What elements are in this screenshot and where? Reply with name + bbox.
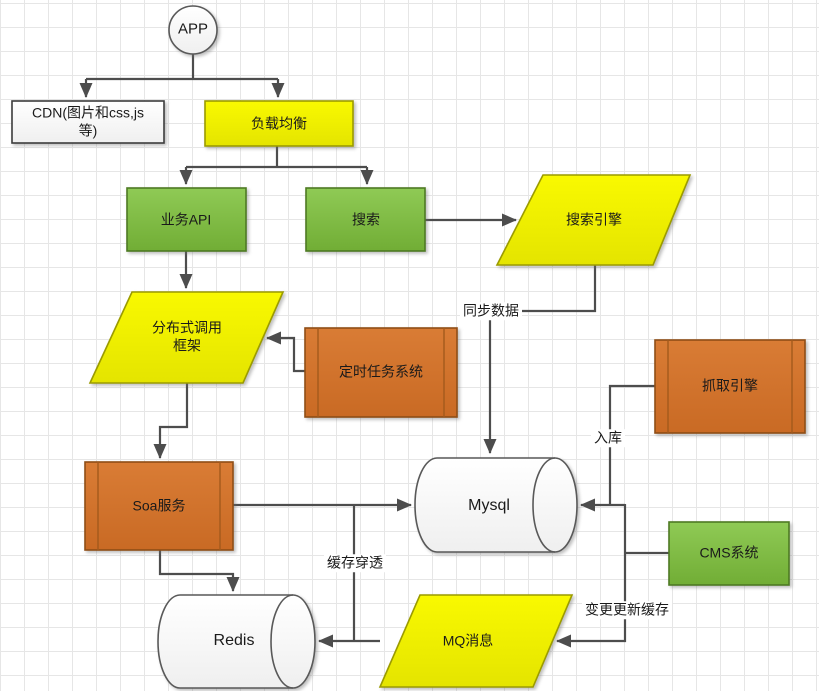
cms-system-label: CMS系统 — [699, 544, 759, 561]
mq-message-label: MQ消息 — [442, 632, 494, 649]
business-api-label: 业务API — [160, 211, 212, 228]
mq-message-node[interactable] — [378, 594, 574, 688]
search-engine-label: 搜索引擎 — [566, 211, 622, 228]
sync-data-edge-label: 同步数据 — [460, 302, 522, 320]
connector-layer — [79, 54, 669, 648]
crawl-engine-node[interactable] — [654, 339, 806, 434]
distributed-framework-node[interactable] — [88, 291, 285, 384]
search-engine-node[interactable] — [495, 174, 692, 266]
edge-timer-to-framework[interactable] — [266, 331, 305, 373]
into-db-edge-label: 入库 — [591, 429, 625, 447]
scheduled-task-system-node[interactable] — [304, 327, 458, 418]
distributed-framework-label-line2: 框架 — [173, 337, 201, 353]
cache-penetration-edge-label: 缓存穿透 — [324, 554, 386, 572]
change-update-cache-edge-label: 变更更新缓存 — [582, 601, 672, 619]
search-label: 搜索 — [352, 211, 380, 228]
distributed-framework-label: 分布式调用 框架 — [117, 320, 257, 355]
soa-service-node[interactable] — [84, 461, 234, 551]
edge-framework-to-soa[interactable] — [153, 383, 189, 459]
mysql-node[interactable] — [414, 457, 578, 553]
app-label: APP — [177, 20, 209, 38]
search-node[interactable] — [305, 187, 426, 252]
redis-node[interactable] — [157, 594, 316, 689]
edge-search-engine-to-mysql[interactable] — [483, 265, 597, 454]
cdn-node[interactable] — [11, 100, 165, 144]
edge-cms-to-mq[interactable] — [556, 504, 627, 648]
app-node[interactable] — [168, 5, 218, 55]
cdn-label: CDN(图片和css,js 等) — [18, 105, 158, 140]
redis-label: Redis — [213, 632, 255, 649]
load-balancer-node[interactable] — [204, 100, 354, 147]
distributed-framework-label-line1: 分布式调用 — [152, 319, 222, 336]
soa-service-label: Soa服务 — [132, 497, 186, 514]
scheduled-task-system-label: 定时任务系统 — [339, 363, 423, 380]
cms-system-node[interactable] — [668, 521, 790, 586]
mysql-label: Mysql — [468, 497, 510, 514]
load-balancer-label: 负载均衡 — [251, 115, 307, 132]
edge-crawl-down[interactable] — [608, 384, 655, 505]
cdn-label-line1: CDN(图片和css,js — [32, 104, 144, 121]
edge-soa-to-redis[interactable] — [158, 550, 240, 592]
business-api-node[interactable] — [126, 187, 247, 252]
cdn-label-line2: 等) — [78, 122, 98, 138]
crawl-engine-label: 抓取引擎 — [702, 377, 758, 394]
